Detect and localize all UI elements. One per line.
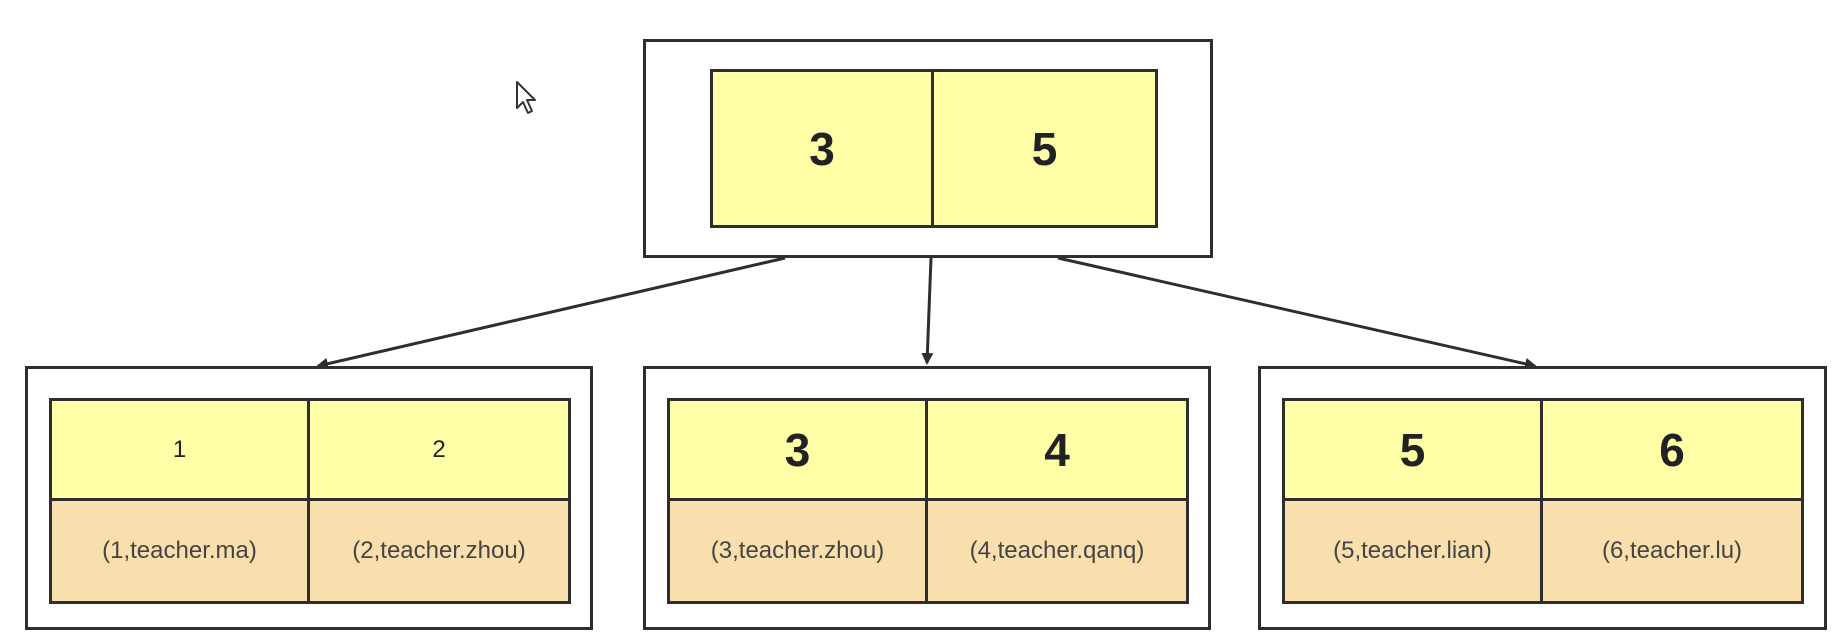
leaf-record-cell: (4,teacher.qanq): [928, 501, 1186, 601]
root-key-row: 3 5: [710, 69, 1158, 228]
leaf-record-cell: (5,teacher.lian): [1285, 501, 1543, 601]
leaf-node-3: 5 6 (5,teacher.lian) (6,teacher.lu): [1258, 366, 1827, 630]
leaf-key-cell: 6: [1543, 401, 1801, 501]
leaf-record-cell: (2,teacher.zhou): [310, 501, 568, 601]
root-key-cell: 3: [713, 72, 934, 225]
leaf-key-cell: 3: [670, 401, 928, 501]
leaf-grid: 1 2 (1,teacher.ma) (2,teacher.zhou): [49, 398, 571, 604]
root-node: 3 5: [643, 39, 1213, 258]
leaf-key-cell: 1: [52, 401, 310, 501]
leaf-node-2: 3 4 (3,teacher.zhou) (4,teacher.qanq): [643, 366, 1211, 630]
edge-root-to-leaf-2: [921, 257, 934, 365]
leaf-key-cell: 5: [1285, 401, 1543, 501]
leaf-node-1: 1 2 (1,teacher.ma) (2,teacher.zhou): [25, 366, 593, 630]
leaf-record-cell: (3,teacher.zhou): [670, 501, 928, 601]
edge-root-to-leaf-3: [1057, 256, 1537, 370]
edge-root-to-leaf-1: [316, 256, 786, 370]
leaf-record-cell: (6,teacher.lu): [1543, 501, 1801, 601]
mouse-pointer-icon: [516, 81, 536, 114]
leaf-grid: 5 6 (5,teacher.lian) (6,teacher.lu): [1282, 398, 1804, 604]
leaf-record-cell: (1,teacher.ma): [52, 501, 310, 601]
leaf-key-cell: 2: [310, 401, 568, 501]
leaf-grid: 3 4 (3,teacher.zhou) (4,teacher.qanq): [667, 398, 1189, 604]
leaf-key-cell: 4: [928, 401, 1186, 501]
root-key-cell: 5: [934, 72, 1155, 225]
